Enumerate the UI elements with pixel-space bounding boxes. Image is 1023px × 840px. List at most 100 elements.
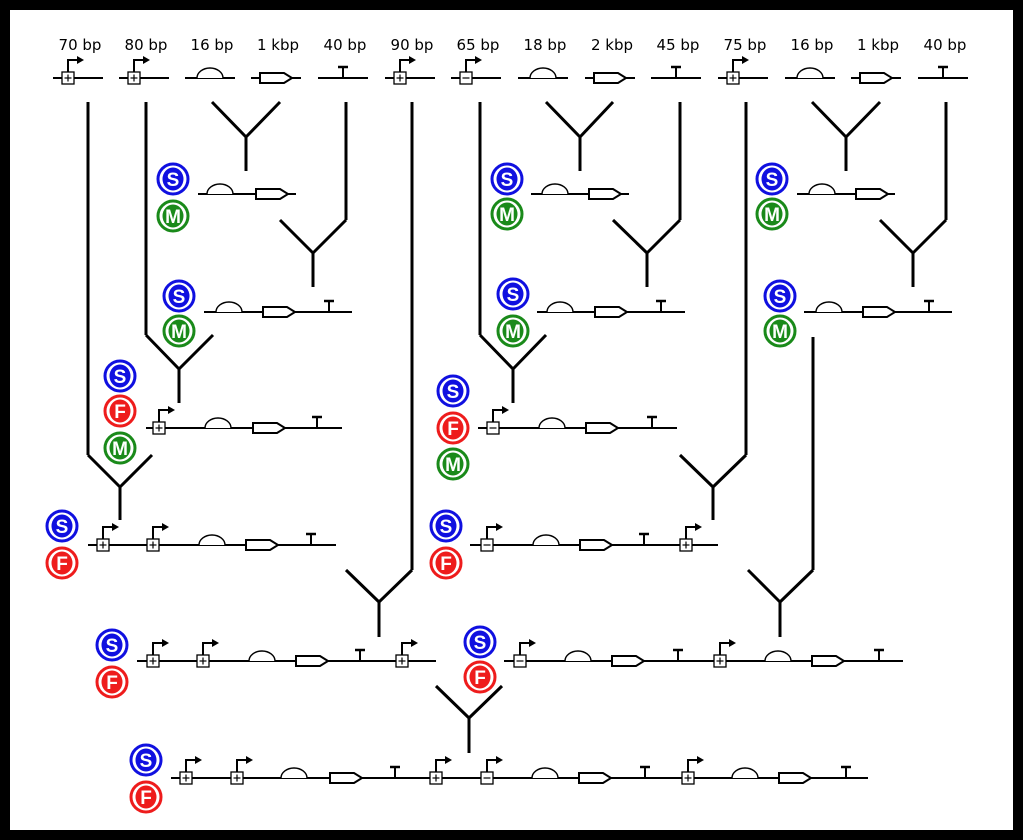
badge-f: F [95, 665, 129, 699]
assembly-join [210, 100, 282, 171]
badge-disc [109, 399, 131, 423]
badge-disc [162, 167, 184, 191]
part-size-label: 1 kbp [257, 36, 299, 54]
promoter-arrow-stem [519, 642, 530, 655]
badge-disc [469, 665, 491, 689]
promoter-arrow-stem [202, 642, 213, 655]
assembly-join [344, 568, 414, 637]
badge-m: M [763, 314, 797, 348]
badge-letter: F [114, 402, 126, 423]
badge-f: F [103, 394, 137, 428]
join-left-arm [144, 333, 181, 371]
cds-glyph [255, 188, 290, 200]
badge-letter: M [165, 207, 181, 228]
badge-letter: M [445, 455, 461, 476]
rbs-glyph [248, 650, 276, 662]
terminator-glyph [355, 648, 365, 661]
assembly-join [810, 100, 882, 171]
rbs-glyph [198, 534, 226, 546]
badge-disc [442, 379, 464, 403]
promoter-plus-glyph [429, 756, 452, 785]
assembly-join [878, 218, 948, 287]
badge-f: F [129, 780, 163, 814]
promoter-arrowhead [475, 56, 482, 64]
badge-s: S [436, 374, 470, 408]
rbs-glyph [196, 67, 224, 79]
promoter-arrowhead [445, 756, 452, 764]
badge-disc [761, 167, 783, 191]
cds-glyph [862, 306, 897, 318]
join-right-arm [844, 100, 882, 139]
terminator-glyph [640, 765, 650, 778]
promoter-plus-glyph [393, 56, 416, 85]
join-left-arm [344, 568, 381, 604]
badge-m: M [103, 431, 137, 465]
badge-disc [435, 514, 457, 538]
join-left-arm [544, 100, 582, 139]
badge-letter: M [772, 322, 788, 343]
terminator-glyph [312, 415, 322, 428]
join-right-arm [467, 684, 504, 720]
badge-disc [502, 282, 524, 306]
promoter-arrowhead [529, 639, 536, 647]
promoter-arrowhead [697, 756, 704, 764]
join-right-arm [711, 453, 748, 489]
badge-s: S [95, 628, 129, 662]
badge-m: M [162, 314, 196, 348]
promoter-arrowhead [729, 639, 736, 647]
badge-s: S [463, 625, 497, 659]
promoter-minus-glyph [480, 523, 503, 552]
badge-letter: S [114, 367, 127, 388]
part-size-label: 65 bp [457, 36, 500, 54]
join-right-arm [578, 100, 615, 139]
promoter-arrow-stem [435, 759, 446, 772]
assembly-join [434, 684, 504, 753]
rbs-glyph [215, 301, 243, 313]
badge-m: M [490, 197, 524, 231]
part-size-label: 80 bp [125, 36, 168, 54]
badge-disc [109, 436, 131, 460]
join-right-arm [177, 333, 215, 371]
badge-m: M [436, 447, 470, 481]
rbs-glyph [204, 417, 232, 429]
badge-s: S [129, 743, 163, 777]
badge-disc [496, 202, 518, 226]
assembly-join [678, 453, 748, 520]
cds-glyph [295, 655, 330, 667]
badge-letter: S [106, 636, 119, 657]
badge-disc [442, 416, 464, 440]
part-size-label: 45 bp [657, 36, 700, 54]
part-size-label: 90 bp [391, 36, 434, 54]
badge-m: M [496, 314, 530, 348]
rbs-glyph [764, 650, 792, 662]
promoter-arrowhead [77, 56, 84, 64]
badge-letter: F [56, 554, 68, 575]
terminator-glyph [306, 532, 316, 545]
join-left-arm [86, 453, 122, 489]
badge-letter: M [171, 322, 187, 343]
promoter-minus-glyph [480, 756, 503, 785]
promoter-plus-glyph [681, 756, 704, 785]
join-right-arm [377, 568, 414, 604]
cds-glyph [329, 772, 364, 784]
part-size-label: 70 bp [59, 36, 102, 54]
rbs-glyph [541, 183, 569, 195]
promoter-arrow-stem [719, 642, 730, 655]
promoter-arrowhead [112, 523, 119, 531]
promoter-arrowhead [695, 523, 702, 531]
badge-letter: F [440, 554, 452, 575]
rbs-glyph [531, 767, 559, 779]
badge-disc [135, 748, 157, 772]
join-left-arm [746, 568, 782, 604]
promoter-arrow-stem [102, 526, 113, 539]
badge-letter: S [766, 170, 779, 191]
terminator-glyph [390, 765, 400, 778]
badge-s: S [103, 359, 137, 393]
promoter-minus-glyph [513, 639, 536, 668]
cds-glyph [588, 188, 623, 200]
assembly-join [278, 218, 348, 287]
badge-disc [769, 319, 791, 343]
cds-glyph [859, 72, 894, 84]
badge-disc [168, 284, 190, 308]
